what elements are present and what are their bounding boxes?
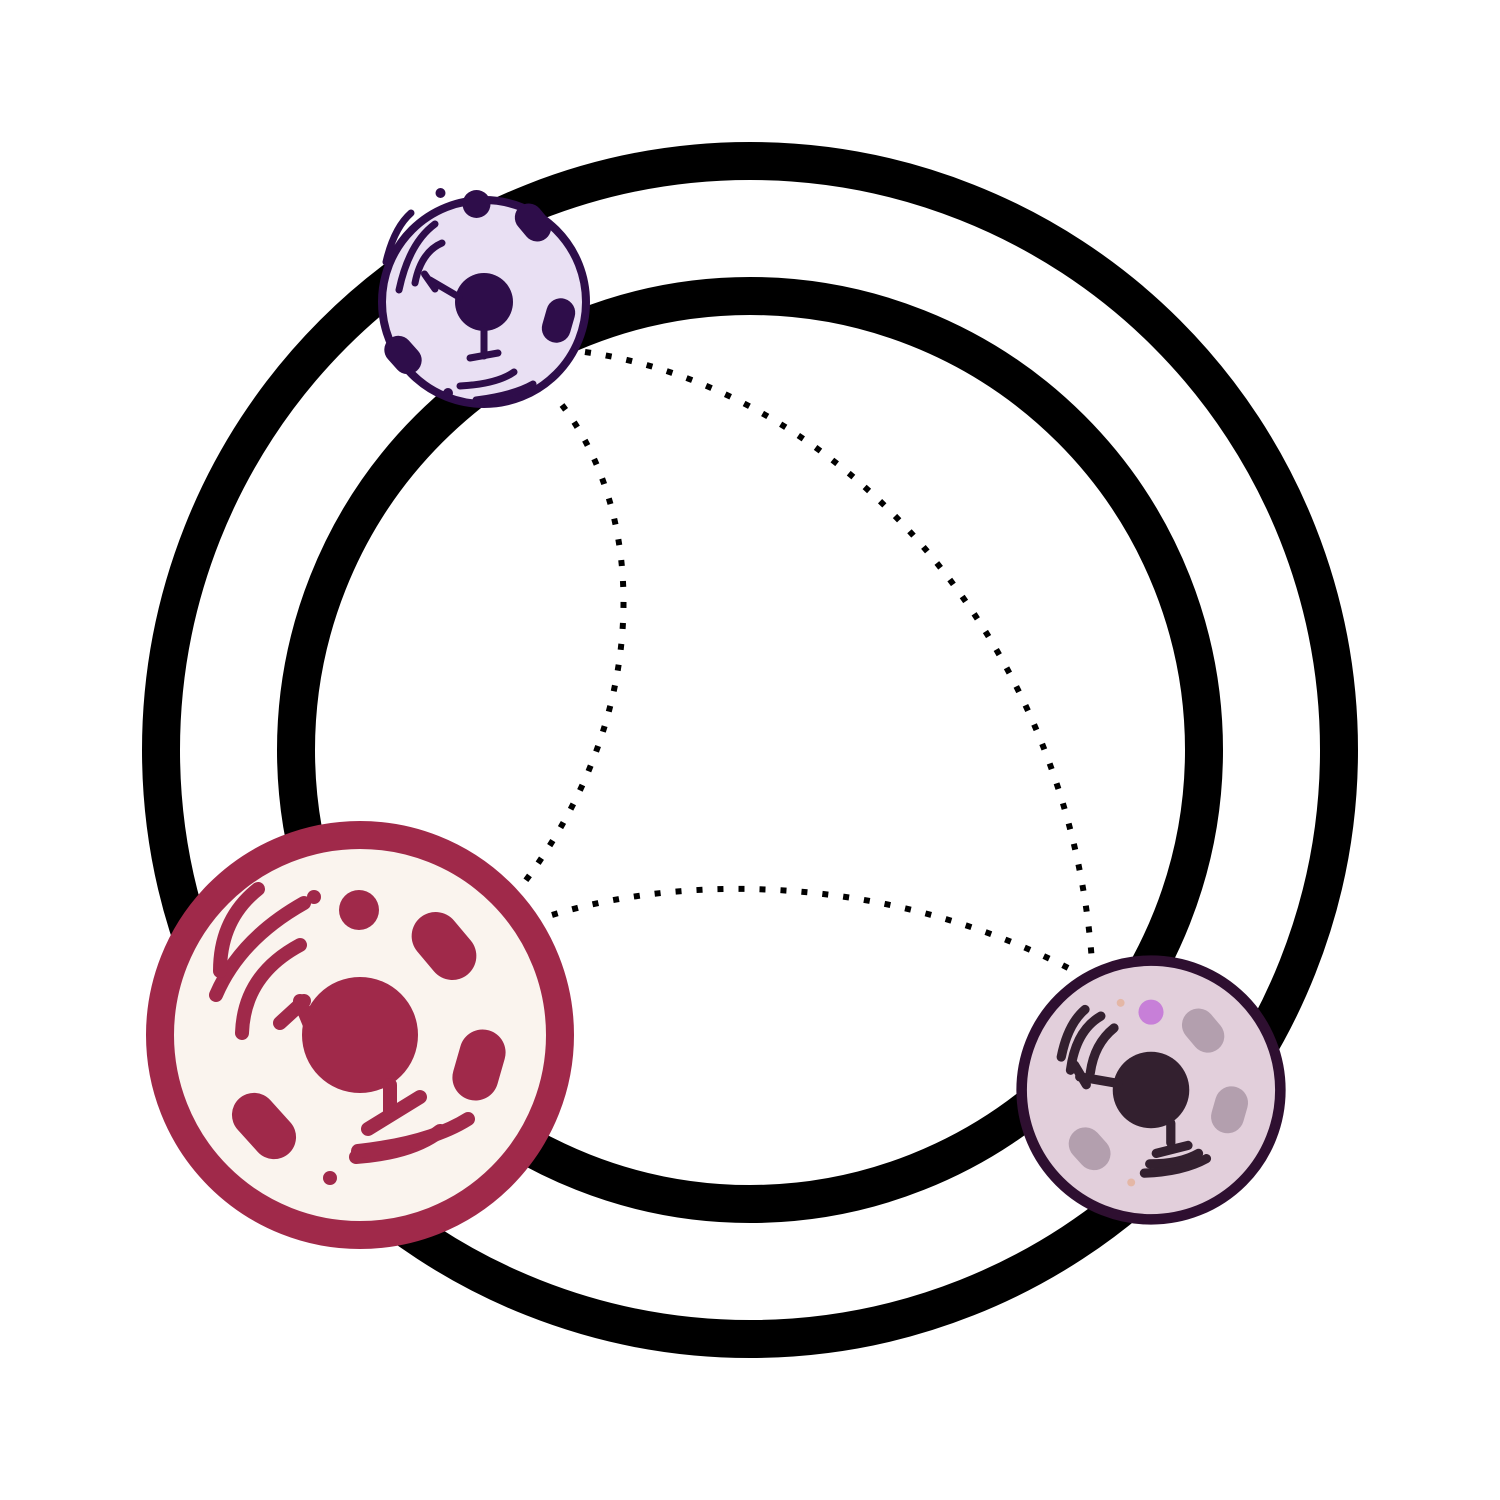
connector-purple-mauve (584, 349, 1095, 963)
cell-icon (382, 188, 576, 404)
connectors-layer (517, 349, 1095, 973)
accent-vesicle (1138, 999, 1164, 1025)
connector-red-mauve (551, 885, 1074, 973)
connector-purple-red (517, 403, 627, 890)
inner-ring (277, 277, 1223, 1223)
outer-ring (142, 142, 1358, 1358)
nucleus (1112, 1051, 1190, 1129)
nucleus (455, 273, 513, 331)
cell-icon (1056, 998, 1249, 1187)
cell-purple (378, 188, 590, 408)
rings-layer (142, 142, 1358, 1358)
cell-red (146, 821, 574, 1249)
cell-mauve (1016, 955, 1286, 1225)
nucleus (302, 977, 418, 1093)
cell-icon (209, 882, 506, 1185)
